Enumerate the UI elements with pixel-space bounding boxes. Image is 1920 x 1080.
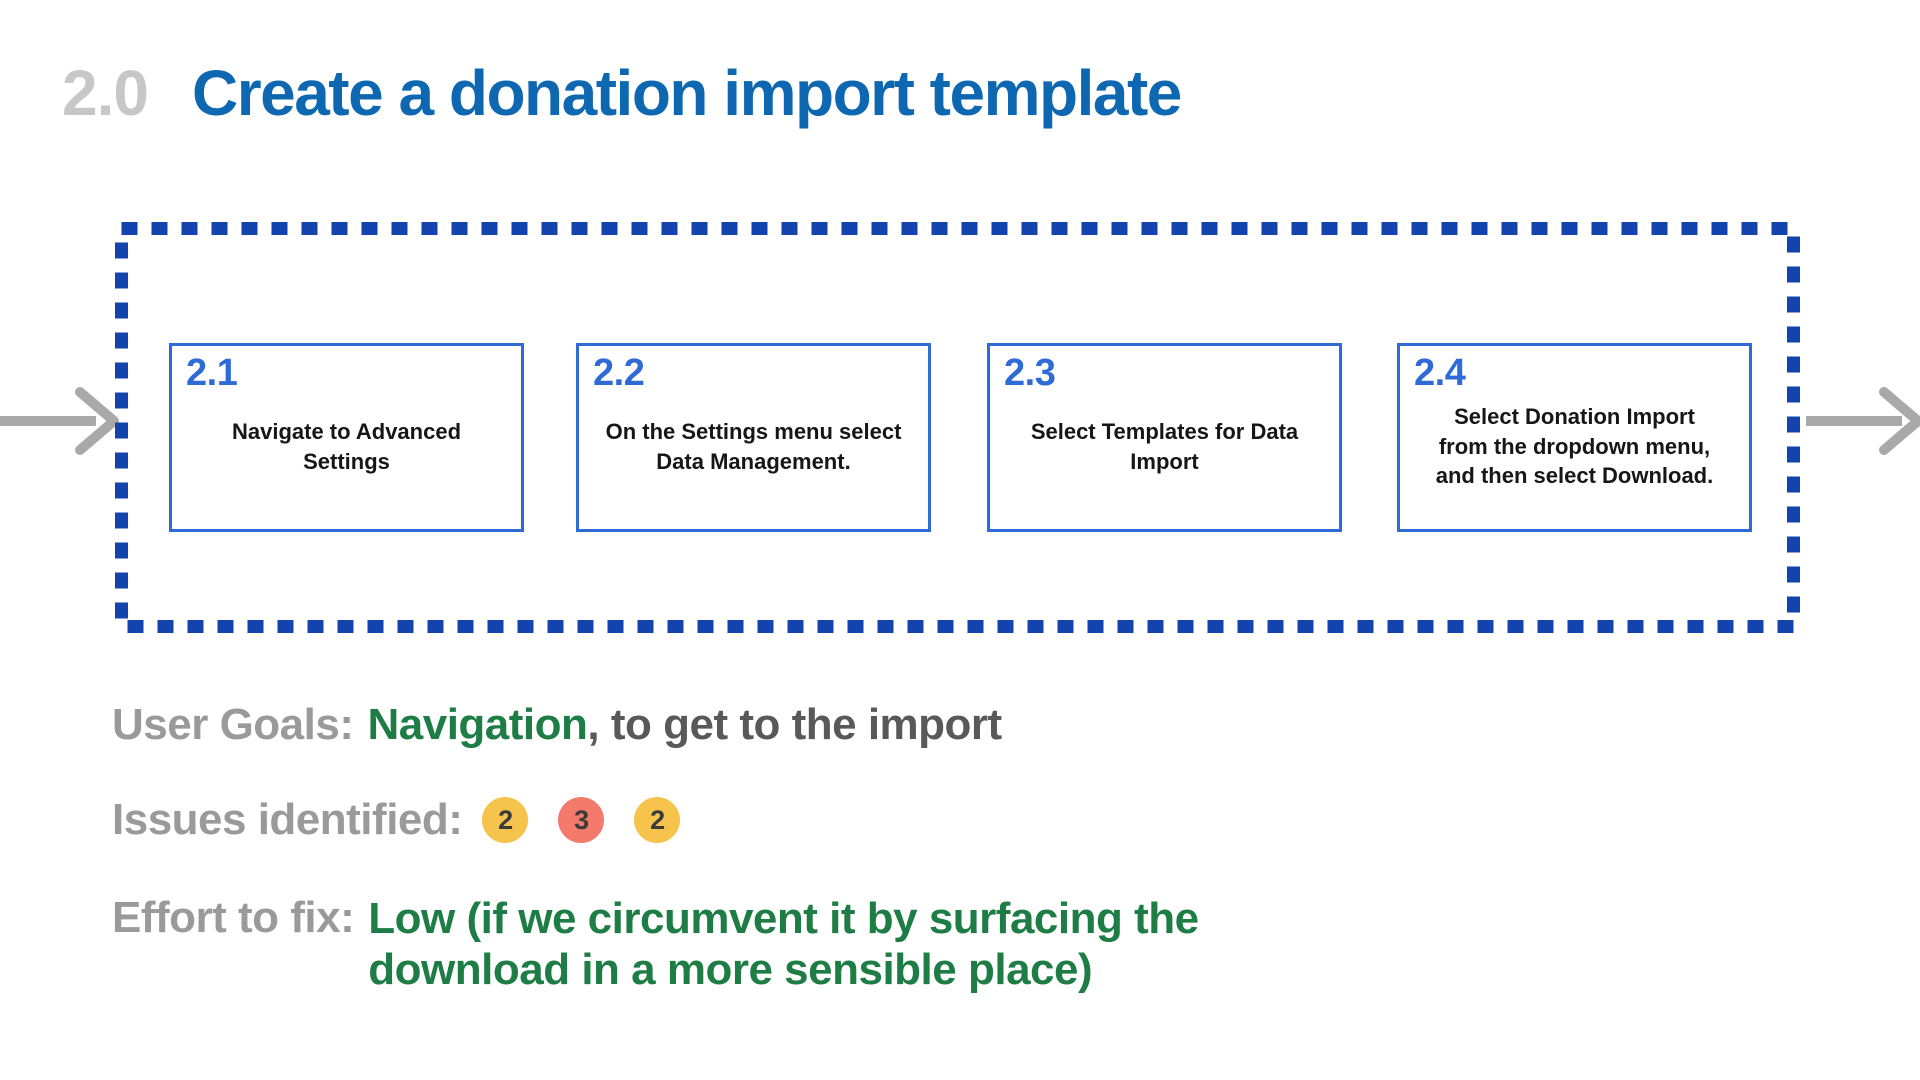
issues-label: Issues identified: [112, 795, 463, 844]
flow-group-dashed-frame [115, 222, 1800, 633]
issue-count-badge: 2 [634, 797, 681, 843]
issues-line: Issues identified: 2 3 2 [112, 795, 681, 845]
issue-count-badge: 2 [482, 797, 529, 843]
flow-outgoing-arrow-icon [1806, 387, 1920, 455]
issue-badge-row: 2 3 2 [482, 797, 681, 843]
step-description: On the Settings menu select Data Managem… [605, 418, 902, 474]
page-title: 2.0 Create a donation import template [62, 56, 1182, 130]
step-description: Navigate to Advanced Settings [231, 418, 462, 474]
flow-step-box: 2.1 Navigate to Advanced Settings [169, 343, 524, 532]
effort-line: Effort to fix: Low (if we circumvent it … [112, 893, 1199, 996]
user-goals-line: User Goals: Navigation , to get to the i… [112, 700, 1002, 750]
step-description: Select Templates for Data Import [1030, 418, 1299, 474]
flow-step-box: 2.3 Select Templates for Data Import [987, 343, 1342, 532]
title-section-number: 2.0 [62, 57, 149, 129]
user-goals-rest: , to get to the import [587, 700, 1002, 749]
effort-value: Low (if we circumvent it by surfacing th… [368, 894, 1199, 995]
step-number: 2.1 [186, 352, 238, 394]
user-goals-label: User Goals: [112, 700, 354, 749]
user-goals-highlight: Navigation [367, 700, 588, 749]
step-description: Select Donation Import from the dropdown… [1435, 403, 1714, 489]
issue-count-badge: 3 [558, 797, 605, 843]
step-number: 2.3 [1004, 352, 1056, 394]
title-text: Create a donation import template [191, 57, 1182, 129]
effort-label: Effort to fix: [112, 893, 355, 942]
step-number: 2.2 [593, 352, 645, 394]
flow-step-box: 2.2 On the Settings menu select Data Man… [576, 343, 931, 532]
step-number: 2.4 [1414, 352, 1466, 394]
flow-incoming-arrow-icon [0, 387, 119, 455]
flow-step-box: 2.4 Select Donation Import from the drop… [1397, 343, 1752, 532]
